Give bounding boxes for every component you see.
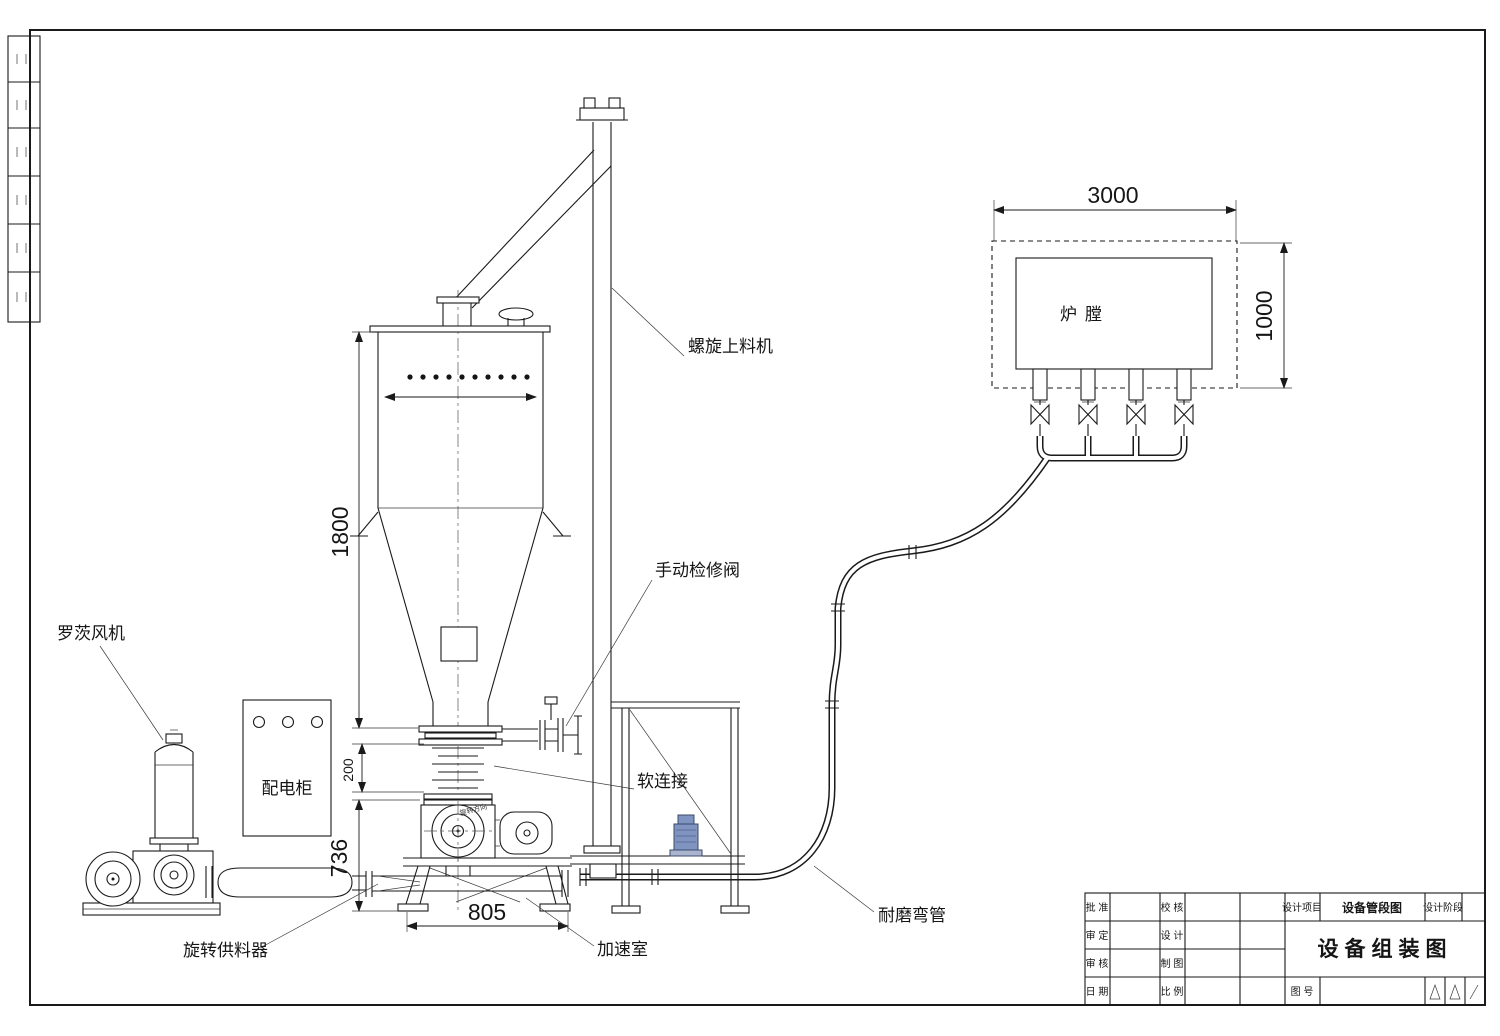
border-frame <box>29 29 1486 1006</box>
roots-blower <box>82 729 366 916</box>
tb-review: 审 定 <box>1086 929 1109 942</box>
title-block: 批 准 审 定 审 核 日 期 校 核 设 计 制 图 比 例 设计项目 设备管… <box>1084 892 1486 1006</box>
dim-furnace-height: 1000 <box>1251 290 1277 341</box>
furnace-label: 炉膛 <box>1060 305 1110 324</box>
screw-elevator <box>451 97 628 879</box>
dim-frame-height: 736 <box>326 839 352 877</box>
tb-scale: 比 例 <box>1161 985 1184 998</box>
label-screw-feeder: 螺旋上料机 <box>688 337 773 356</box>
hopper <box>350 290 571 912</box>
deck-motor <box>669 814 703 857</box>
tb-finish-symbols <box>1429 983 1479 1000</box>
dim-flex-section: 200 <box>340 758 356 782</box>
lid-bolt-holes <box>407 374 530 380</box>
labels: 螺旋上料机 手动检修阀 软连接 耐磨弯管 罗茨风机 旋转供料器 加速室 <box>57 287 946 960</box>
support-frame <box>570 701 750 914</box>
label-flexible-connection: 软连接 <box>637 772 688 791</box>
burner-valves <box>1030 400 1194 438</box>
power-cabinet-label: 配电柜 <box>262 779 313 798</box>
tb-drawing-title: 设备组装图 <box>1318 937 1453 961</box>
tb-project-label: 设计项目 <box>1282 901 1322 914</box>
furnace: 3000 1000 炉膛 <box>991 182 1292 438</box>
acceleration-chamber <box>365 870 569 897</box>
tb-check: 校 核 <box>1161 901 1184 914</box>
tb-stage-label: 设计阶段 <box>1423 901 1463 914</box>
wear-elbow-pipe <box>579 436 1188 886</box>
tb-audit: 审 核 <box>1086 957 1109 970</box>
rotary-feeder: 旋转方向 <box>397 801 572 912</box>
dim-base-width: 805 <box>468 899 506 925</box>
dim-furnace-width: 3000 <box>1087 182 1138 208</box>
label-roots-blower: 罗茨风机 <box>57 624 125 643</box>
tb-date: 日 期 <box>1086 986 1109 998</box>
tb-design: 设 计 <box>1161 929 1184 942</box>
label-wear-elbow: 耐磨弯管 <box>878 906 946 925</box>
tb-drawing-no: 图 号 <box>1291 986 1314 998</box>
label-acceleration-chamber: 加速室 <box>597 940 648 959</box>
tb-project-value: 设备管段图 <box>1342 900 1402 915</box>
label-rotary-feeder: 旋转供料器 <box>183 941 268 960</box>
tb-draft: 制 图 <box>1161 957 1184 970</box>
dimensions: 1800 200 736 805 <box>326 331 569 932</box>
revision-strip <box>7 35 41 323</box>
label-manual-valve: 手动检修阀 <box>655 561 740 580</box>
power-cabinet: 配电柜 <box>242 699 332 837</box>
tb-approve: 批 准 <box>1086 901 1109 914</box>
dim-hopper-height: 1800 <box>327 506 353 557</box>
manual-valve <box>502 696 582 755</box>
